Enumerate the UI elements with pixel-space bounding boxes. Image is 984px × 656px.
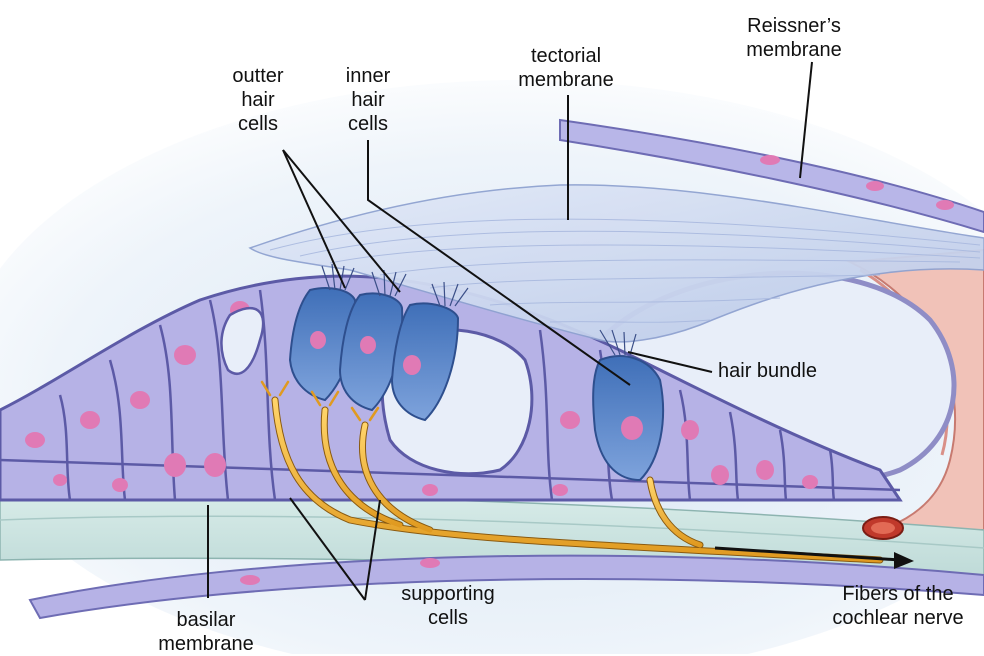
supporting-cells-label-line-2: cells [378, 606, 518, 630]
hair-bundle-label: hair bundle [718, 359, 817, 383]
basilar-membrane-label-line-1: basilar [126, 608, 286, 632]
inner-hair-cells-label-line-1: inner [330, 64, 406, 88]
outer-hair-cells-label: outter hair cells [222, 64, 294, 136]
inner-hair-cells-label-line-2: hair [330, 88, 406, 112]
reissners-membrane-label: Reissner’s membrane [728, 14, 860, 62]
outer-hair-cells-label-line-2: hair [222, 88, 294, 112]
outer-hair-cells-label-line-3: cells [222, 112, 294, 136]
hair-bundle-label-line-1: hair bundle [718, 359, 817, 383]
reissners-membrane-label-line-1: Reissner’s [728, 14, 860, 38]
tectorial-membrane-label: tectorial membrane [496, 44, 636, 92]
tectorial-membrane-label-line-1: tectorial [496, 44, 636, 68]
cochlear-nerve-label-line-2: cochlear nerve [812, 606, 984, 630]
blood-vessel-lumen [871, 522, 895, 534]
basilar-membrane-label-line-2: membrane [126, 632, 286, 656]
inner-hair-cells-label: inner hair cells [330, 64, 406, 136]
cochlear-nerve-label: Fibers of the cochlear nerve [812, 582, 984, 630]
basilar-membrane-label: basilar membrane [126, 608, 286, 656]
tectorial-membrane-label-line-2: membrane [496, 68, 636, 92]
supporting-cells-label-line-1: supporting [378, 582, 518, 606]
outer-hair-cells-label-line-1: outter [222, 64, 294, 88]
supporting-cells-label: supporting cells [378, 582, 518, 630]
inner-hair-cells-label-line-3: cells [330, 112, 406, 136]
cochlear-nerve-label-line-1: Fibers of the [812, 582, 984, 606]
reissners-membrane-label-line-2: membrane [728, 38, 860, 62]
